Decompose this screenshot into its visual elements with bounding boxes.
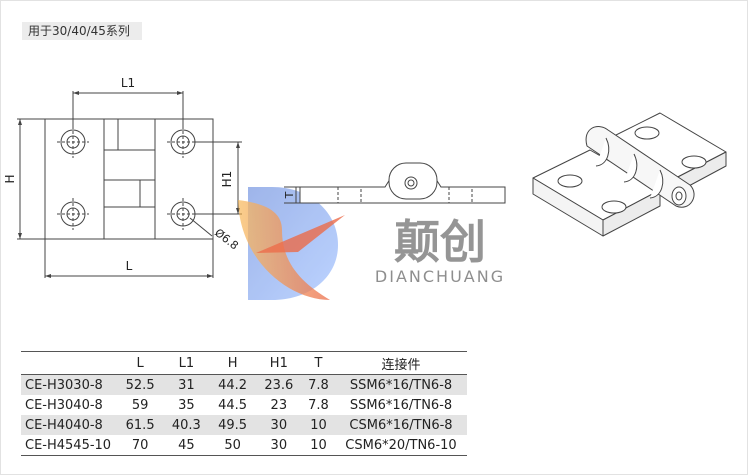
col-header-L: L xyxy=(117,351,164,375)
cell-L1: 45 xyxy=(163,435,210,456)
cell-L1: 35 xyxy=(178,397,195,413)
cell-fastener: CSM6*16/TN6-8 xyxy=(335,415,467,435)
dim-label-H1: H1 xyxy=(220,171,234,188)
cell-L: 70 xyxy=(117,435,164,456)
watermark-cn: 颠创 xyxy=(394,215,486,269)
cell-H1: 23 xyxy=(270,397,288,413)
cell-H: 49.5 xyxy=(209,415,256,435)
cell-H1: 30 xyxy=(255,435,302,456)
cell-H: 44.5 xyxy=(218,397,248,413)
spec-table: L L1 H H1 T 连接件 CE-H3030-8 52.5 31 44.2 … xyxy=(21,351,467,456)
dim-label-T: T xyxy=(283,191,296,199)
cell-L: 52.5 xyxy=(117,374,164,395)
dimension-arrows xyxy=(18,91,240,278)
watermark-logo xyxy=(238,187,345,300)
cell-H: 50 xyxy=(209,435,256,456)
col-header-L1: L1 xyxy=(163,351,210,375)
cell-fastener: SSM6*16/TN6-8 xyxy=(349,397,453,413)
cell-model: CE-H4040-8 xyxy=(21,415,117,435)
col-header-fastener: 连接件 xyxy=(335,351,467,375)
table-row: CE-H4040-8 61.5 40.3 49.5 30 10 CSM6*16/… xyxy=(21,415,467,435)
cell-H1: 30 xyxy=(255,415,302,435)
cell-L: 61.5 xyxy=(117,415,164,435)
table-row: CE-H3030-8 52.5 31 44.2 23.6 7.8 SSM6*16… xyxy=(21,374,467,395)
cell-model: CE-H4545-10 xyxy=(21,435,117,456)
cell-H: 44.2 xyxy=(209,374,256,395)
dim-label-H: H xyxy=(3,174,17,183)
cell-T: 10 xyxy=(301,435,335,456)
hinge-front-view xyxy=(17,91,242,278)
dim-label-hole: Ø6.8 xyxy=(212,226,241,252)
hinge-3d-view xyxy=(532,112,727,237)
hinge-side-view xyxy=(284,162,506,204)
cell-fastener: CSM6*20/TN6-10 xyxy=(335,435,467,456)
cell-L: 59 xyxy=(131,397,149,413)
dim-label-L: L xyxy=(126,259,133,273)
cell-T: 7.8 xyxy=(301,374,335,395)
cell-T: 7.8 xyxy=(308,397,329,413)
cell-T: 10 xyxy=(301,415,335,435)
table-row: CE-H4545-10 70 45 50 30 10 CSM6*20/TN6-1… xyxy=(21,435,467,456)
cell-L1: 31 xyxy=(163,374,210,395)
col-header-model xyxy=(21,351,117,375)
table-header-row: L L1 H H1 T 连接件 xyxy=(21,351,467,375)
table-row: CE-H3040-8 59 35 44.5 23 7.8 SSM6*16/TN6… xyxy=(21,395,467,415)
col-header-H: H xyxy=(209,351,256,375)
cell-L1: 40.3 xyxy=(163,415,210,435)
watermark-en: DIANCHUANG xyxy=(375,267,505,286)
series-note: 用于30/40/45系列 xyxy=(22,22,142,40)
col-header-T: T xyxy=(301,351,335,375)
cell-fastener: SSM6*16/TN6-8 xyxy=(335,374,467,395)
cell-H1: 23.6 xyxy=(255,374,302,395)
cell-model: CE-H3040-8 xyxy=(25,397,103,413)
col-header-H1: H1 xyxy=(255,351,302,375)
dim-label-L1: L1 xyxy=(121,76,135,90)
cell-model: CE-H3030-8 xyxy=(21,374,117,395)
